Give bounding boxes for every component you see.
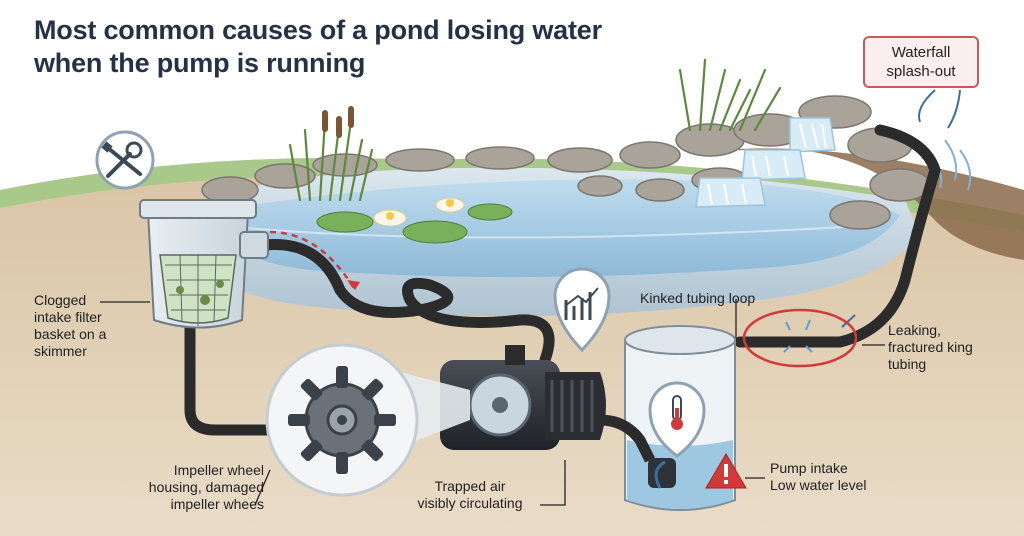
waterfall-splash-callout: Waterfall splash-out [863,36,979,88]
skimmer-line-3: basket on a [34,326,107,342]
impeller-line-3: impeller whees [170,496,264,512]
leader-lines [100,299,885,506]
intake-line-2: Low water level [770,477,867,493]
kinked-line-1: Kinked tubing loop [640,290,756,306]
diagram-title: Most common causes of a pond losing wate… [34,14,602,80]
skimmer [139,199,269,329]
air-line-2: visibly circulating [417,495,523,511]
skimmer-line-2: intake filter [34,309,102,325]
splash-arrows [841,89,961,328]
impeller-zoom [265,343,470,497]
kinked-tubing-label: Kinked tubing loop [640,290,755,307]
lily-pads [316,197,513,244]
thermometer-icon [648,381,706,458]
hose-skimmer-to-pump [184,239,555,436]
skimmer-label: Clogged intake filter basket on a skimme… [34,292,106,360]
skimmer-line-4: skimmer [34,343,87,359]
pump-intake-label: Pump intake Low water level [770,460,867,494]
trapped-air-label: Trapped air visibly circulating [400,478,540,512]
air-line-1: Trapped air [434,478,506,494]
leak-highlight [742,308,858,368]
plants [288,58,782,202]
waterfall [695,117,972,208]
trend-chart-icon [553,267,611,353]
impeller-icon [288,366,396,474]
leaking-line-1: Leaking, [888,322,941,338]
waterfall-line-2: splash-out [886,63,956,80]
title-line-1: Most common causes of a pond losing wate… [34,15,602,45]
title-line-2: when the pump is running [34,48,366,78]
pump-vault [624,325,736,511]
leaking-line-3: tubing [888,356,927,372]
waterfall-line-1: Waterfall [891,44,951,61]
impeller-line-1: Impeller wheel [173,462,264,478]
impeller-label: Impeller wheel housing, damaged impeller… [108,462,264,513]
leaking-tubing-label: Leaking, fractured king tubing [888,322,973,373]
warning-icon [705,453,747,489]
leaking-line-2: fractured king [888,339,973,355]
cattails [322,106,354,138]
impeller-line-2: housing, damaged [148,479,264,495]
skimmer-line-1: Clogged [34,292,87,308]
pump [440,345,655,463]
intake-line-1: Pump intake [770,460,848,476]
wrench-screwdriver-icon [95,130,155,190]
hose-to-waterfall [734,124,941,348]
